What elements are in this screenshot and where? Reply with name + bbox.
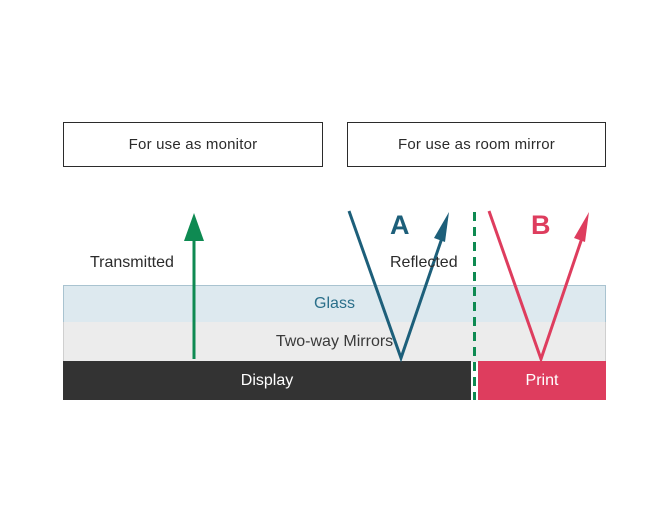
display-layer: Display [63, 361, 471, 400]
transmitted-label: Transmitted [90, 254, 174, 271]
glass-layer: Glass [63, 285, 606, 323]
ray-a [347, 210, 449, 363]
label-a: A [390, 210, 410, 240]
label-b: B [531, 210, 551, 240]
print-layer: Print [478, 361, 606, 400]
two-way-mirror-layer: Two-way Mirrors [63, 322, 606, 362]
monitor-header: For use as monitor [63, 122, 323, 167]
ray-b [487, 210, 589, 364]
room-mirror-header: For use as room mirror [347, 122, 606, 167]
reflected-label: Reflected [390, 254, 458, 271]
transmitted-arrow [184, 213, 204, 359]
